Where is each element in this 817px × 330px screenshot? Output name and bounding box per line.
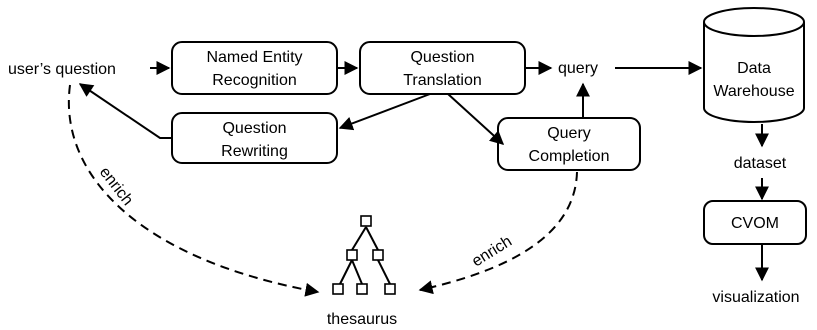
visualization-label: visualization (712, 289, 799, 306)
cvom-label: CVOM (731, 215, 779, 232)
qr-label-line2: Rewriting (221, 143, 288, 160)
ner-label-line1: Named Entity (206, 49, 302, 66)
qt-label-line1: Question (410, 49, 474, 66)
cvom-box (703, 200, 807, 245)
qt-label-line2: Translation (403, 72, 482, 89)
arrow-qt-to-rewriting (338, 93, 431, 131)
arrow-qt-to-completion (447, 93, 505, 145)
enrich-left-label: enrich (96, 164, 136, 209)
query-label: query (558, 60, 598, 77)
dashed-enrich-arrow-left (67, 84, 320, 297)
qr-label-line1: Question (222, 120, 286, 137)
thesaurus-label: thesaurus (327, 311, 397, 328)
qc-label-line1: Query (547, 125, 591, 142)
users-question-label: user’s question (8, 61, 116, 78)
dashed-enrich-arrow-right (418, 171, 578, 295)
arrow-rewriting-to-question (78, 83, 172, 139)
data-warehouse-cylinder (703, 7, 805, 123)
qc-label-line2: Completion (529, 148, 610, 165)
ner-label-line2: Recognition (212, 72, 297, 89)
dw-label-line1: Data (737, 60, 771, 77)
enrich-right-label: enrich (469, 233, 515, 271)
thesaurus-tree-icon (332, 215, 396, 295)
dataset-label: dataset (734, 155, 787, 172)
dw-label-line2: Warehouse (713, 83, 794, 100)
